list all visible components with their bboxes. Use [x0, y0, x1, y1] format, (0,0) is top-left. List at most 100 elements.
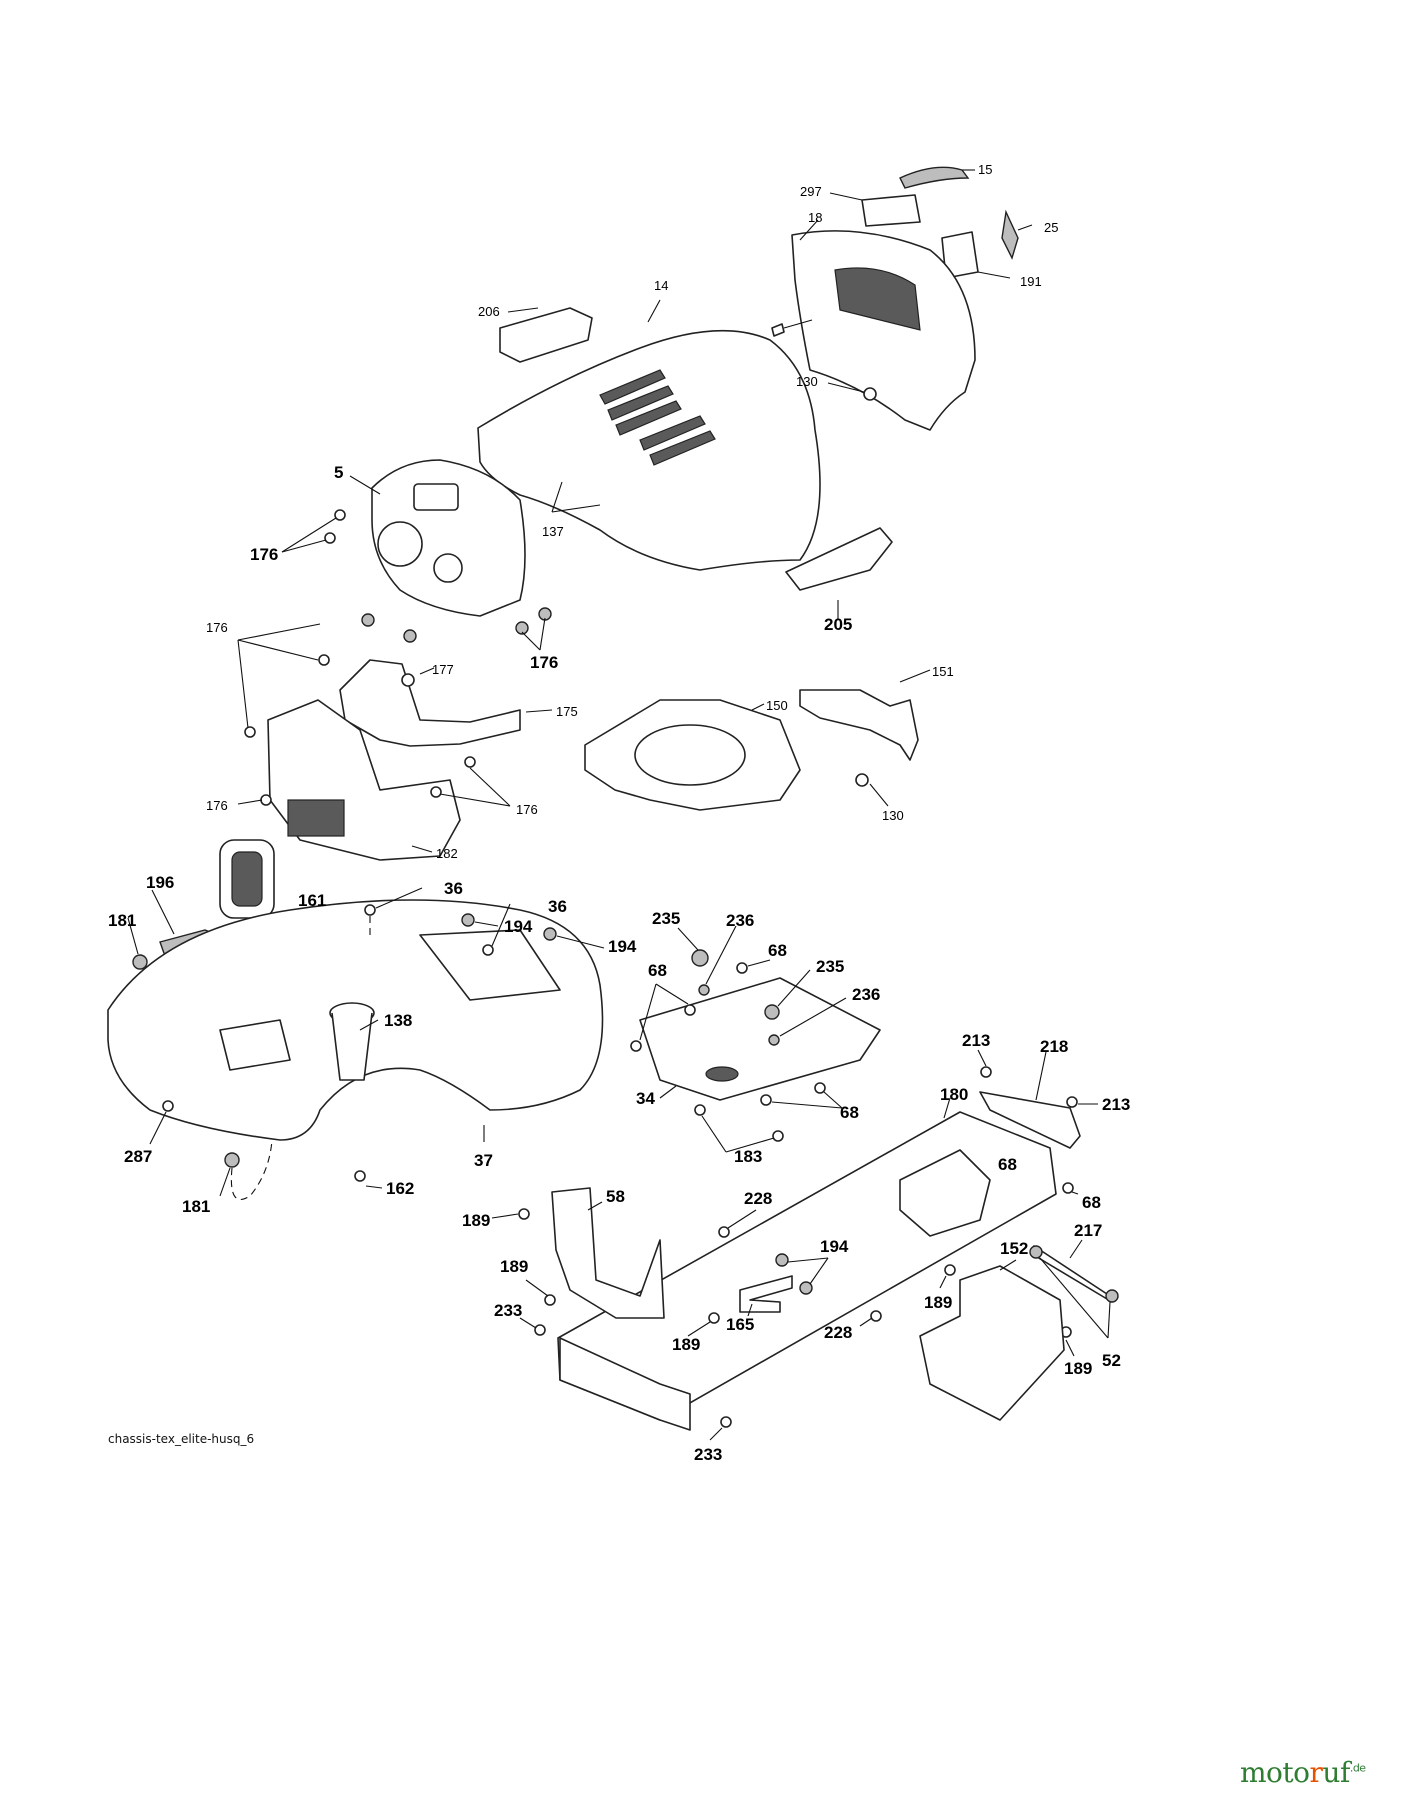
part-130-screw [827, 382, 877, 401]
callout-label: 189 [462, 1211, 490, 1230]
callout-label: 176 [206, 620, 228, 635]
callout-label: 182 [436, 846, 458, 861]
callout-label: 177 [432, 662, 454, 677]
part-176-screws [281, 509, 346, 553]
callout-label: 18 [808, 210, 822, 225]
callout-label: 68 [1082, 1193, 1101, 1212]
part-150-shroud [584, 699, 801, 811]
part-138-boot [359, 1019, 379, 1031]
part-297-foam-block [829, 192, 921, 227]
callout-label: 183 [734, 1147, 762, 1166]
callout-label: 297 [800, 184, 822, 199]
part-205-cover [785, 527, 893, 620]
callout-label: 189 [924, 1293, 952, 1312]
callout-label: 194 [820, 1237, 849, 1256]
callout-label: 233 [494, 1301, 522, 1320]
callout-label: 25 [1044, 220, 1058, 235]
callout-label: 217 [1074, 1221, 1102, 1240]
callout-label: 189 [1064, 1359, 1092, 1378]
part-287-screw [149, 1100, 174, 1145]
part-68-bolts-center [630, 959, 843, 1109]
callout-label: 196 [146, 873, 174, 892]
part-58-bracket [551, 1187, 665, 1319]
part-176-nuts [361, 607, 552, 651]
watermark-tld: .de [1349, 1761, 1366, 1775]
callout-label: 162 [386, 1179, 414, 1198]
callout-label: 150 [766, 698, 788, 713]
diagram-id-caption: chassis-tex_elite-husq_6 [108, 1432, 255, 1446]
callout-label: 176 [516, 802, 538, 817]
callout-label: 235 [652, 909, 680, 928]
callout-label: 138 [384, 1011, 412, 1030]
callout-label: 228 [824, 1323, 852, 1342]
callout-label: 189 [500, 1257, 528, 1276]
part-52-nuts [1029, 1245, 1119, 1339]
callout-label: 181 [108, 911, 136, 930]
part-235-236-spacers [677, 925, 847, 1046]
callout-label: 68 [998, 1155, 1017, 1174]
callout-label: 236 [726, 911, 754, 930]
callout-label: 194 [608, 937, 637, 956]
callout-label: 191 [1020, 274, 1042, 289]
callout-label: 180 [940, 1085, 968, 1104]
part-228-bolts [718, 1209, 882, 1327]
callout-label: 5 [334, 463, 343, 482]
part-130-screw-lower [855, 773, 889, 807]
part-175-bracket [339, 659, 553, 747]
part-37-fender [107, 899, 604, 1142]
callout-label: 213 [1102, 1095, 1130, 1114]
watermark-accent: r [1309, 1756, 1323, 1789]
part-218-crossmember [979, 1051, 1081, 1149]
part-191-foam-block [941, 231, 1011, 279]
callout-label: 36 [548, 897, 567, 916]
callout-label: 58 [606, 1187, 625, 1206]
part-181-screws [127, 917, 274, 1201]
callout-label: 14 [654, 278, 668, 293]
callout-label: 189 [672, 1335, 700, 1354]
part-152-cover [919, 1259, 1065, 1421]
callout-label: 52 [1102, 1351, 1121, 1370]
callout-label: 15 [978, 162, 992, 177]
part-189-bolts [491, 1208, 1075, 1357]
callout-label: 181 [182, 1197, 210, 1216]
callout-label: 235 [816, 957, 844, 976]
callout-label: 287 [124, 1147, 152, 1166]
callout-label: 206 [478, 304, 500, 319]
part-165-rod [739, 1275, 793, 1317]
part-194-nuts [461, 913, 605, 949]
callout-label: 233 [694, 1445, 722, 1464]
part-180-frame [557, 1097, 1057, 1431]
callout-label: 37 [474, 1151, 493, 1170]
callout-label: 152 [1000, 1239, 1028, 1258]
part-233-screws [519, 1317, 732, 1441]
part-213-bolts [977, 1049, 1098, 1108]
callout-label: 213 [962, 1031, 990, 1050]
callout-label: 130 [882, 808, 904, 823]
callout-label: 68 [768, 941, 787, 960]
part-36-bolts [364, 887, 511, 956]
part-162-screw [354, 1170, 383, 1189]
part-176-cluster [237, 623, 511, 807]
part-25-emblem [1001, 209, 1033, 260]
callout-label: 194 [504, 917, 533, 936]
part-194-nuts-frame [775, 1253, 829, 1295]
watermark-logo: motoruf.de [1240, 1756, 1366, 1789]
callout-label: 68 [840, 1103, 859, 1122]
callout-label: 161 [298, 891, 326, 910]
callout-label: 176 [530, 653, 558, 672]
callout-label: 151 [932, 664, 954, 679]
callout-label: 165 [726, 1315, 754, 1334]
callout-label: 176 [250, 545, 278, 564]
part-15-grille-insert [899, 166, 975, 189]
part-182-panel [267, 699, 461, 861]
callout-label: 228 [744, 1189, 772, 1208]
callout-label: 175 [556, 704, 578, 719]
part-161-fuel-gauge [219, 839, 301, 959]
callout-label: 36 [444, 879, 463, 898]
callout-labels: 15 297 18 25 191 14 206 130 5 176 137 20… [108, 162, 1130, 1464]
callout-label: 205 [824, 615, 852, 634]
part-206-bracket [499, 307, 593, 363]
watermark-suffix: uf [1322, 1756, 1350, 1789]
callout-label: 130 [796, 374, 818, 389]
